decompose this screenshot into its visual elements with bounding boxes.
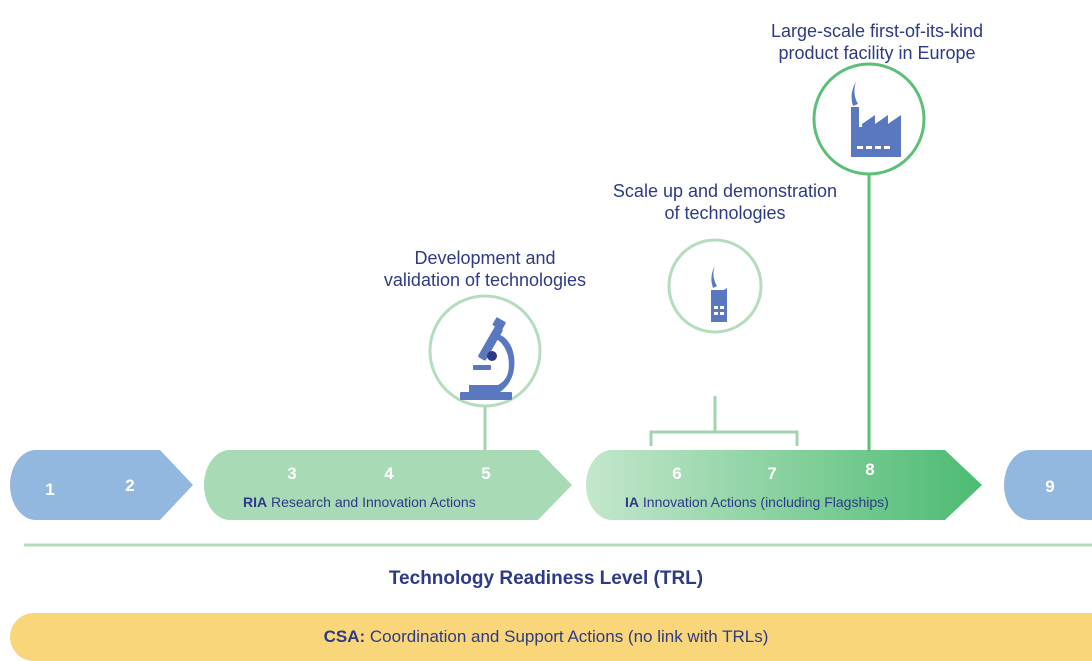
trl-level-2: 2 xyxy=(125,476,135,495)
ia-label: IA Innovation Actions (including Flagshi… xyxy=(625,494,889,510)
scale-up-label-line1: Scale up and demonstration xyxy=(612,181,838,201)
ria-text: Research and Innovation Actions xyxy=(271,494,476,510)
development-label-line2: validation of technologies xyxy=(383,270,587,290)
ia-abbr: IA xyxy=(625,494,639,510)
csa-text: Coordination and Support Actions (no lin… xyxy=(369,627,769,646)
trl-level-7: 7 xyxy=(767,464,777,483)
scale-up-label-line2: of technologies xyxy=(664,203,786,223)
trl-level-1: 1 xyxy=(45,480,55,499)
trl-9-arrow xyxy=(1004,450,1092,520)
trl-level-9: 9 xyxy=(1045,477,1055,496)
ria-arrow xyxy=(204,450,572,520)
ria-abbr: RIA xyxy=(243,494,268,510)
csa-label: CSA: Coordination and Support Actions (n… xyxy=(0,627,1092,647)
ia-arrow xyxy=(586,450,982,520)
csa-bar xyxy=(10,613,1092,661)
trl-level-3: 3 xyxy=(287,464,297,483)
large-factory-icon xyxy=(851,82,901,157)
scale-up-bracket xyxy=(649,396,799,446)
large-scale-label: Large-scale first-of-its-kind product fa… xyxy=(742,20,1012,64)
trl-level-5: 5 xyxy=(481,464,491,483)
development-label-line1: Development and xyxy=(414,248,556,268)
csa-abbr: CSA: xyxy=(323,627,366,646)
ia-text: Innovation Actions (including Flagships) xyxy=(642,494,889,510)
large-scale-circle xyxy=(812,62,926,176)
microscope-icon xyxy=(460,317,515,400)
trl-axis-title: Technology Readiness Level (TRL) xyxy=(388,568,704,589)
large-scale-label-line2: product facility in Europe xyxy=(778,43,976,63)
trl-1-2-arrow xyxy=(10,450,193,520)
trl-level-6: 6 xyxy=(672,464,682,483)
small-factory-icon xyxy=(711,266,727,322)
development-label: Development and validation of technologi… xyxy=(355,247,615,291)
large-scale-label-line1: Large-scale first-of-its-kind xyxy=(770,21,984,41)
trl-level-4: 4 xyxy=(384,464,394,483)
ria-label: RIA Research and Innovation Actions xyxy=(243,494,476,510)
scale-up-label: Scale up and demonstration of technologi… xyxy=(585,180,865,224)
trl-level-8: 8 xyxy=(865,460,875,479)
